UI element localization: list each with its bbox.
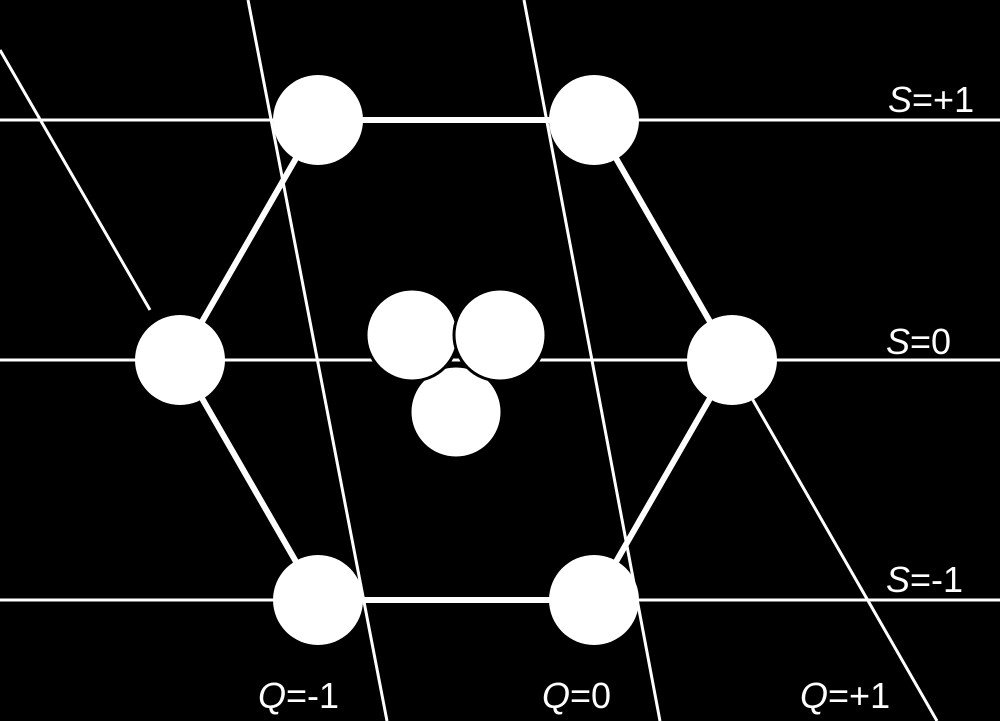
strangeness-label-zero: S=0 xyxy=(886,321,951,362)
charge-line-extra-left xyxy=(0,49,152,311)
particle-top-left xyxy=(273,75,363,165)
particle-bottom-right xyxy=(549,555,639,645)
center-cluster xyxy=(364,287,548,460)
charge-line-plus1 xyxy=(728,359,939,721)
particle-bottom-left xyxy=(273,555,363,645)
strangeness-labels: S=+1 S=0 S=-1 xyxy=(886,79,974,600)
charge-label-minus1: Q=-1 xyxy=(258,675,339,716)
hexagon-particles xyxy=(135,75,777,645)
particle-top-right xyxy=(549,75,639,165)
center-particle-left xyxy=(364,287,460,383)
particle-middle-right xyxy=(687,315,777,405)
particle-middle-left xyxy=(135,315,225,405)
center-particle-right xyxy=(452,287,548,383)
charge-label-zero: Q=0 xyxy=(542,675,611,716)
charge-labels: Q=-1 Q=0 Q=+1 xyxy=(258,675,890,716)
strangeness-label-plus1: S=+1 xyxy=(888,79,974,120)
charge-label-plus1: Q=+1 xyxy=(800,675,890,716)
center-particle-bottom xyxy=(408,364,504,460)
strangeness-label-minus1: S=-1 xyxy=(886,559,963,600)
